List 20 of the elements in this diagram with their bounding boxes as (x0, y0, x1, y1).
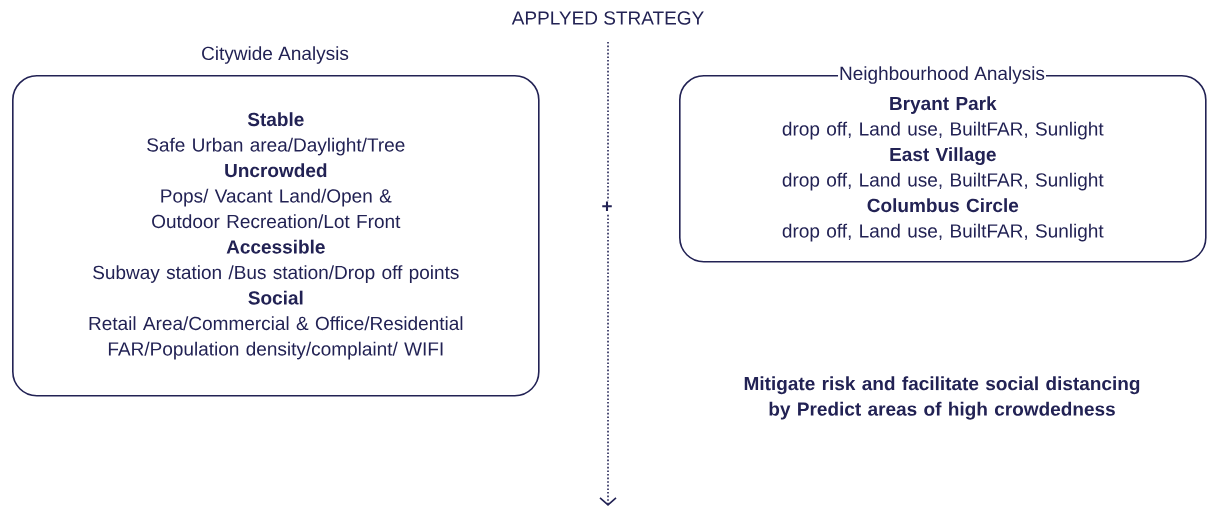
node-label: Subway station /Bus station/Drop off points (93, 265, 459, 283)
node-label: Columbus Circle (867, 198, 1019, 213)
node-label: Safe Urban area/Daylight/Tree (147, 137, 405, 156)
title: APPLYED STRATEGY (511, 11, 704, 25)
node-label: Social (248, 290, 303, 305)
analysis-box: Stable Safe Urban area/Daylight/Tree Uncrowded Pops/ Vacant Land/Open & Outdoor Recreation/Lot Front Accessible Subway station /Bus station/Drop off points Social Retail Area/Commercial & Office/Residential FAR/Population density/complaint/ WIFI (12, 75, 540, 397)
node-label: Retail Area/Commercial & Office/Residential FAR/Population density/complaint/ WIFI (89, 316, 463, 360)
node-label: Pops/ Vacant Land/Open & Outdoor Recreation/Lot Front (152, 188, 401, 229)
node-label: Bryant Park (890, 96, 997, 114)
node-label: drop off, Land use, BuiltFAR, Sunlight (782, 223, 1104, 242)
box-heading: Citywide Analysis (202, 46, 349, 64)
node-label: Stable (247, 112, 304, 127)
conclusion-text: Mitigate risk and facilitate social distancing by Predict areas of high crowdedness (744, 376, 1140, 420)
plus-sign: + (600, 200, 614, 214)
node-label: East Village (890, 147, 996, 165)
node-label: Accessible (226, 239, 325, 254)
box-heading: Neighbourhood Analysis (838, 65, 1046, 85)
node-label: drop off, Land use, BuiltFAR, Sunlight (782, 172, 1104, 191)
node-label: drop off, Land use, BuiltFAR, Sunlight (782, 121, 1104, 140)
node-label: Uncrowded (225, 163, 327, 178)
